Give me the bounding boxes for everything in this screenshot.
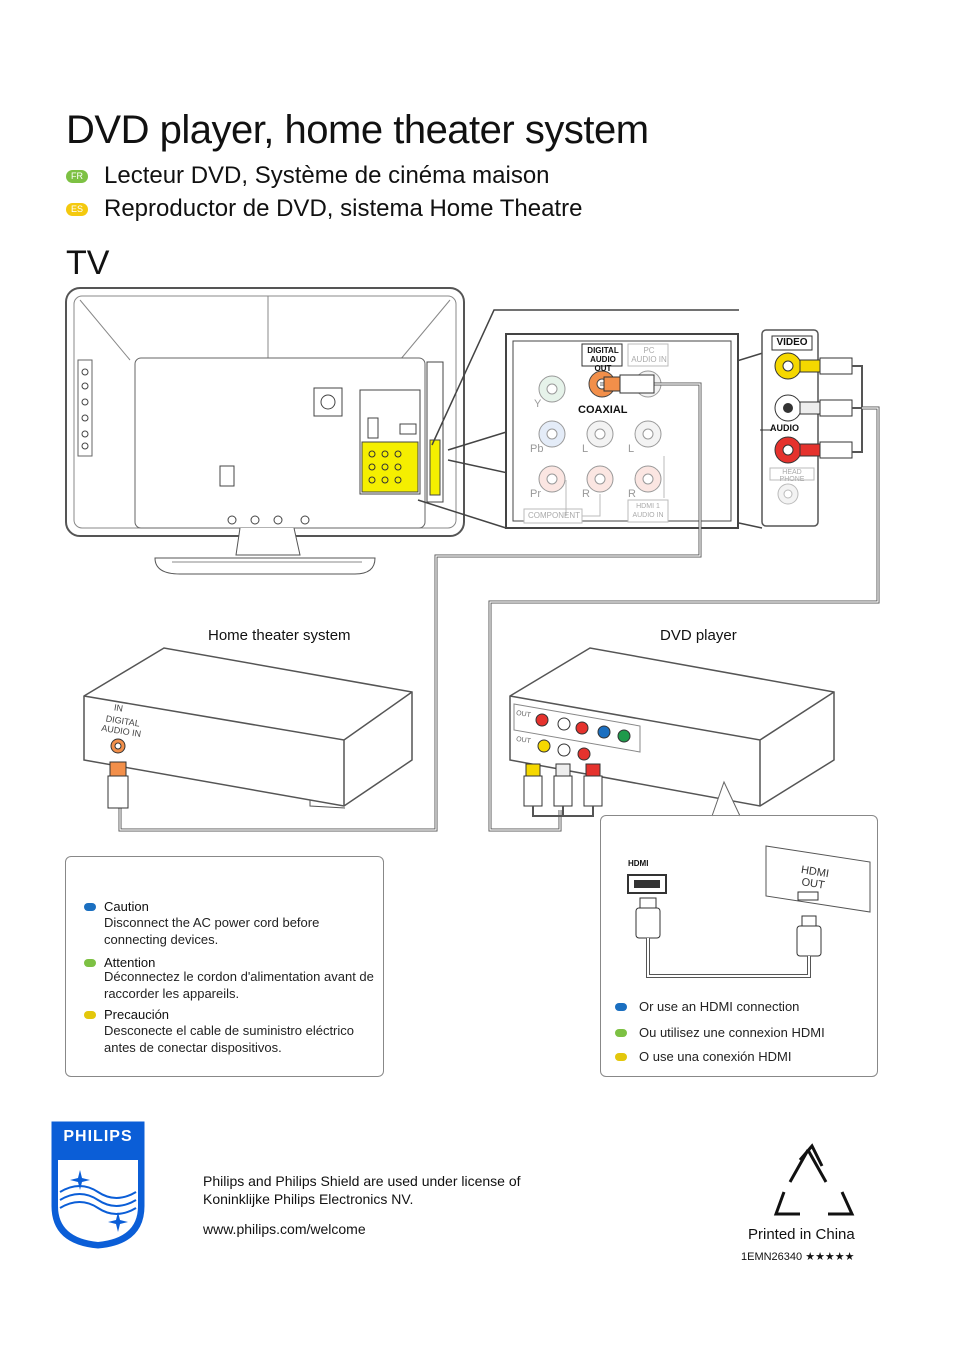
pr-label: Pr — [530, 488, 541, 500]
headphone-label: HEAD PHONE — [779, 469, 805, 483]
philips-logo-text: PHILIPS — [63, 1128, 133, 1145]
tv-side-panel — [760, 329, 819, 527]
subtitle-es-text: Reproductor de DVD, sistema Home Theatre — [104, 195, 583, 222]
subtitle-es: ES Reproductor de DVD, sistema Home Thea… — [66, 195, 582, 223]
philips-shield-logo — [51, 1121, 145, 1249]
hdmi-option-en-text: Or use an HDMI connection — [639, 999, 800, 1014]
website-link[interactable]: www.philips.com/welcome — [203, 1221, 366, 1237]
digital-audio-out-label: DIGITAL AUDIO OUT — [587, 346, 619, 373]
component-label: COMPONENT — [528, 511, 580, 520]
attention-title: Attention — [104, 955, 156, 970]
subtitle-fr-text: Lecteur DVD, Système de cinéma maison — [104, 162, 550, 189]
dvd-player-label: DVD player — [660, 627, 737, 644]
home-theater-label: Home theater system — [208, 627, 351, 644]
license-text: Philips and Philips Shield are used unde… — [203, 1173, 521, 1207]
hdmi-dot-green — [615, 1028, 627, 1037]
video-label: VIDEO — [776, 337, 808, 348]
dvd-player-illustration — [509, 647, 835, 817]
precaucion-text: Desconecte el cable de suministro eléctr… — [104, 1023, 355, 1055]
hdmi-dot-blue — [615, 1002, 627, 1011]
caution-dot-blue — [84, 902, 96, 911]
l-label-2: L — [628, 443, 635, 455]
caution-item-es: Precaución Desconecte el cable de sumini… — [84, 1007, 376, 1056]
caution-item-en: Caution Disconnect the AC power cord bef… — [84, 899, 374, 948]
hdmi-port-label: HDMI — [628, 859, 649, 868]
caution-text: Disconnect the AC power cord before conn… — [104, 915, 320, 947]
hdmi-option-es-text: O use una conexión HDMI — [639, 1049, 792, 1064]
audio-label: AUDIO — [770, 423, 799, 433]
caution-item-fr: Attention Déconnectez le cordon d'alimen… — [84, 955, 374, 1002]
y-label: Y — [534, 398, 542, 410]
page-title: DVD player, home theater system — [66, 108, 649, 152]
r-label-2: R — [628, 488, 636, 500]
hdmi-option-fr-text: Ou utilisez une connexion HDMI — [639, 1025, 825, 1040]
hdmi-option-fr: Ou utilisez une connexion HDMI — [615, 1025, 825, 1040]
tv-illustration — [65, 287, 465, 575]
caution-dot-green — [84, 958, 96, 967]
rca-plugs-side — [488, 357, 880, 832]
hdmi-illustration — [627, 845, 871, 978]
r-label-1: R — [582, 488, 590, 500]
printed-in-label: Printed in China — [748, 1226, 855, 1243]
language-badge-fr: FR — [66, 169, 88, 183]
hdmi-option-en: Or use an HDMI connection — [615, 999, 799, 1014]
hdmi-dot-yellow — [615, 1052, 627, 1061]
pb-label: Pb — [530, 443, 544, 455]
language-badge-es: ES — [66, 202, 88, 216]
subtitle-fr: FR Lecteur DVD, Système de cinéma maison — [66, 162, 550, 190]
section-heading-tv: TV — [66, 244, 110, 282]
home-theater-in-label: IN — [113, 702, 124, 714]
hdmi1-audio-in-label: HDMI 1 AUDIO IN — [632, 503, 664, 519]
caution-title: Caution — [104, 899, 149, 914]
recycle-icon — [773, 1143, 855, 1216]
precaucion-title: Precaución — [104, 1007, 170, 1022]
coaxial-label: COAXIAL — [578, 404, 628, 416]
product-code: 1EMN26340 ★★★★★ — [741, 1251, 855, 1263]
pc-audio-in-label: PC AUDIO IN — [631, 346, 667, 364]
hdmi-panel — [600, 815, 878, 1077]
home-theater-illustration — [83, 647, 413, 809]
caution-dot-yellow — [84, 1010, 96, 1019]
attention-text: Déconnectez le cordon d'alimentation ava… — [104, 969, 374, 1001]
caution-panel — [65, 856, 384, 1077]
hdmi-option-es: O use una conexión HDMI — [615, 1049, 791, 1064]
l-label-1: L — [582, 443, 589, 455]
